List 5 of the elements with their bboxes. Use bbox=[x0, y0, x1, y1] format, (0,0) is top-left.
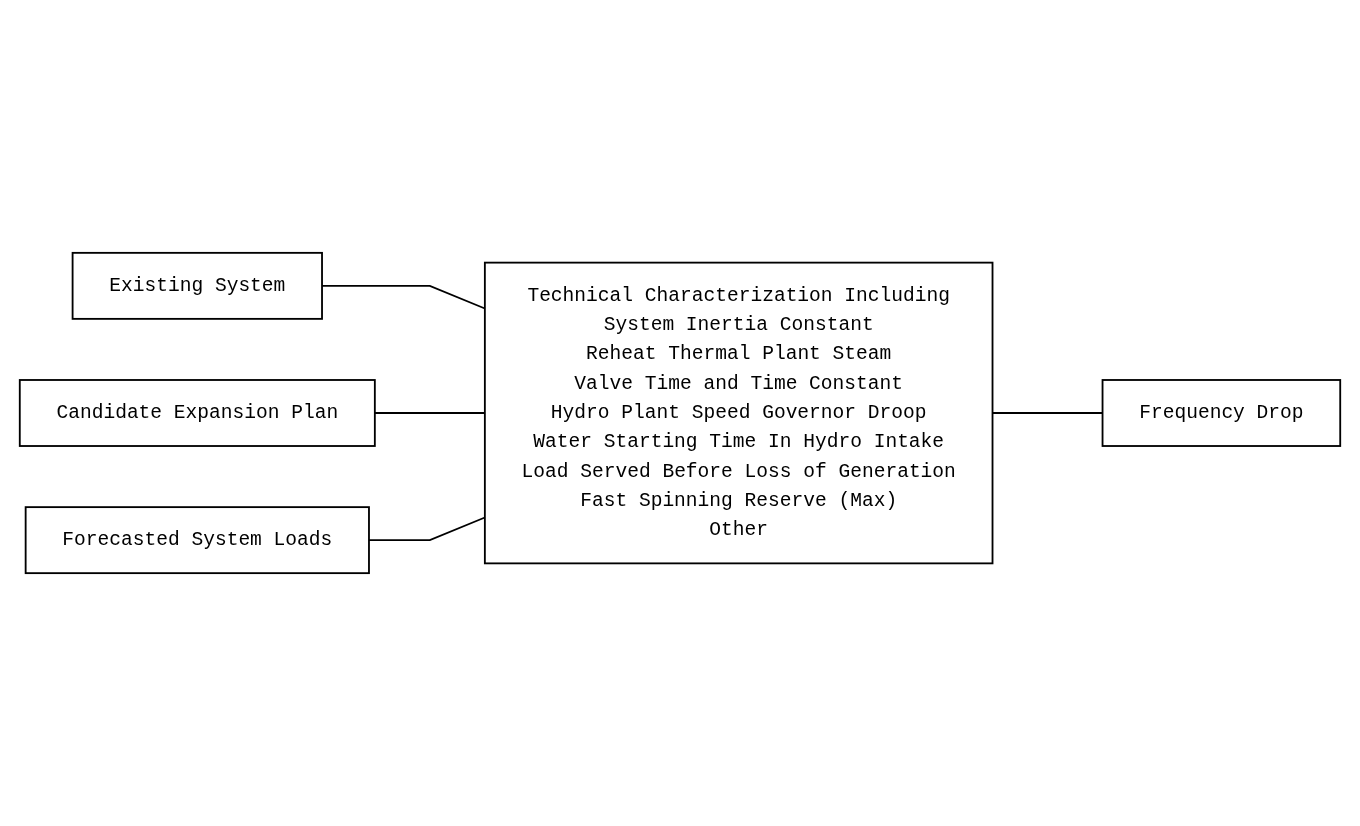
node-box: Candidate Expansion Plan bbox=[18, 379, 376, 447]
node-box: Forecasted System Loads bbox=[24, 506, 370, 575]
node-box: Frequency Drop bbox=[1101, 379, 1342, 447]
node-box: Technical Characterization Including System Inertia Constant Reheat Thermal Plant Steam Valve Time and Time Constant Hydro Plant Speed Governor Droop Water Starting Time In Hydro Intake Load Served Before Loss of Generation Fast Spinning Reserve (Max) Other bbox=[483, 261, 994, 565]
node-box: Existing System bbox=[71, 251, 323, 320]
